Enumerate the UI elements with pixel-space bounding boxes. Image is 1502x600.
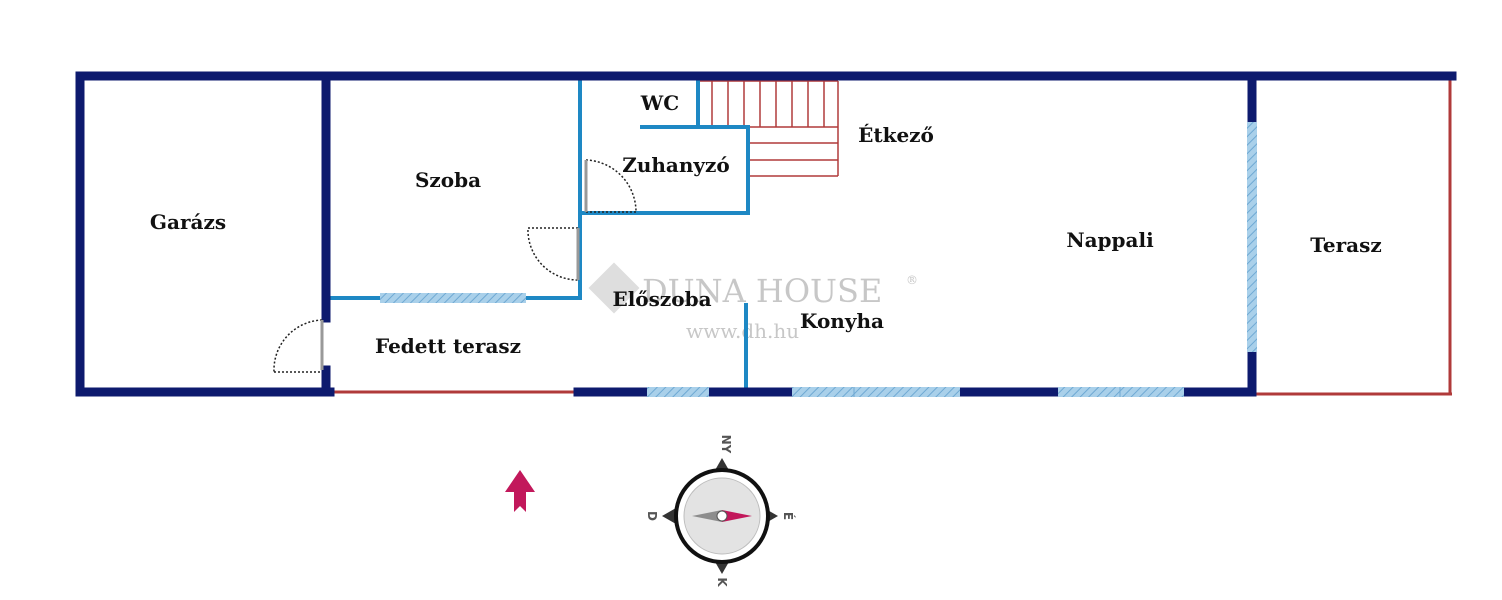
room-label-terasz: Terasz <box>1310 233 1381 257</box>
room-label-konyha: Konyha <box>800 309 884 333</box>
doors <box>273 159 637 373</box>
compass-south-label: K <box>715 577 729 587</box>
watermark-logo <box>588 262 640 314</box>
room-label-szoba: Szoba <box>415 168 481 192</box>
compass-east-label: É <box>781 512 796 520</box>
window <box>380 293 526 303</box>
windows <box>380 122 1257 397</box>
room-label-wc: WC <box>640 91 679 115</box>
room-label-zuhanyzo: Zuhanyzó <box>622 153 730 177</box>
room-label-nappali: Nappali <box>1066 228 1154 252</box>
entrance-arrow-icon <box>505 470 535 512</box>
compass-icon: NY É K D <box>645 435 796 588</box>
room-label-garazs: Garázs <box>150 210 226 234</box>
window <box>792 387 960 397</box>
watermark: DUNA HOUSE ® www.dh.hu <box>588 262 918 343</box>
watermark-url: www.dh.hu <box>686 319 799 343</box>
window <box>1058 387 1184 397</box>
door-swing <box>527 227 579 281</box>
stairs <box>700 80 839 177</box>
room-label-fedett-terasz: Fedett terasz <box>375 334 521 358</box>
room-label-etkezo: Étkező <box>858 123 934 147</box>
watermark-registered: ® <box>906 273 918 287</box>
watermark-brand: DUNA HOUSE <box>642 272 882 310</box>
room-label-eloszoba: Előszoba <box>612 287 711 311</box>
compass-west-label: D <box>645 511 659 521</box>
outer-walls <box>75 71 1457 397</box>
door-swing <box>585 159 637 213</box>
door-swing <box>273 319 323 373</box>
window <box>647 387 709 397</box>
window <box>1247 122 1257 352</box>
compass-north-label: NY <box>719 435 733 454</box>
